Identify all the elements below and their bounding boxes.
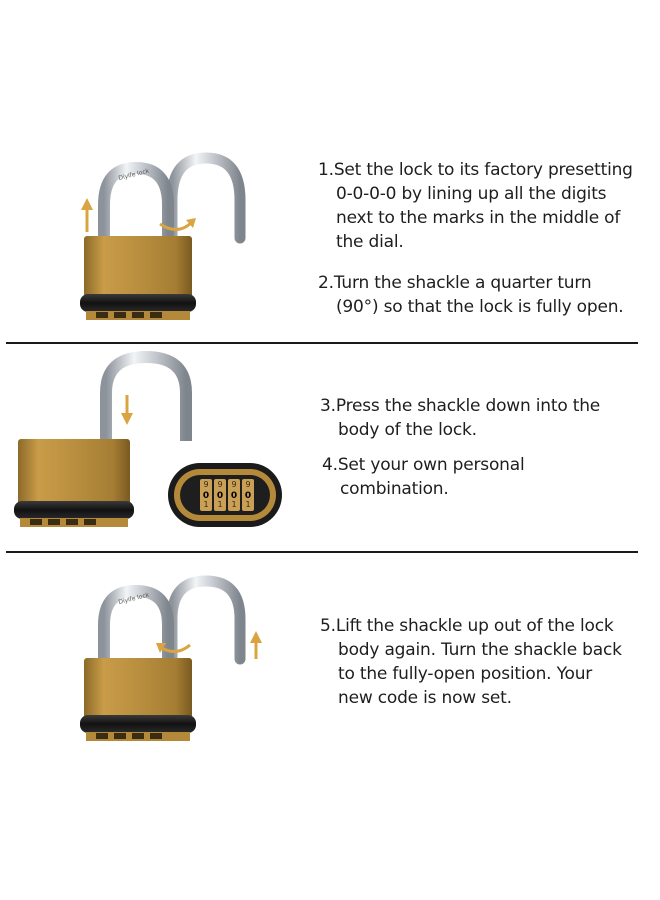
rubber-bumper <box>80 715 196 733</box>
dial-digit: 0 <box>231 491 237 501</box>
padlock-illustration: Diyife lock <box>80 575 262 741</box>
down-arrow-icon <box>121 395 133 425</box>
step-5-text: 5.Lift the shackle up out of the lock bo… <box>320 616 622 708</box>
svg-text:9: 9 <box>203 480 208 489</box>
lock-body <box>18 439 130 505</box>
up-arrow-icon <box>250 631 262 659</box>
rotate-arrow-icon <box>156 643 191 653</box>
step-4-text: 4.Set your own personal combination. <box>322 455 525 499</box>
rubber-bumper <box>80 294 196 312</box>
step-3-text: 3.Press the shackle down into the body o… <box>320 396 601 440</box>
rotate-arrow-icon <box>159 218 196 231</box>
lock-body <box>84 236 192 298</box>
dial-digit: 0 <box>245 491 251 501</box>
svg-text:1: 1 <box>203 500 208 509</box>
open-shackle <box>166 152 246 246</box>
dial-digit: 0 <box>217 491 223 501</box>
svg-text:9: 9 <box>231 480 236 489</box>
step-1-text: 1.Set the lock to its factory presetting… <box>318 160 633 252</box>
dial-digit: 0 <box>203 491 209 501</box>
svg-text:1: 1 <box>217 500 222 509</box>
step-2-text: 2.Turn the shackle a quarter turn (90°) … <box>318 273 624 317</box>
up-arrow-icon <box>81 198 93 232</box>
closed-shackle <box>98 584 174 661</box>
padlock-illustration: Diyife lock <box>80 152 246 320</box>
svg-text:1: 1 <box>231 500 236 509</box>
step-section-3: Diyife lock 5.Lift the shackle up out of… <box>0 555 660 900</box>
lock-body <box>84 658 192 720</box>
closed-shackle <box>98 161 174 240</box>
svg-text:9: 9 <box>245 480 250 489</box>
open-shackle <box>100 350 192 441</box>
section-divider-1 <box>6 342 638 344</box>
open-shackle <box>166 575 246 667</box>
rubber-bumper <box>14 501 134 519</box>
section-divider-2 <box>6 551 638 553</box>
svg-text:1: 1 <box>245 500 250 509</box>
step-section-1: Diyife lock 1.Set the lock to its factor… <box>0 0 660 345</box>
svg-text:9: 9 <box>217 480 222 489</box>
